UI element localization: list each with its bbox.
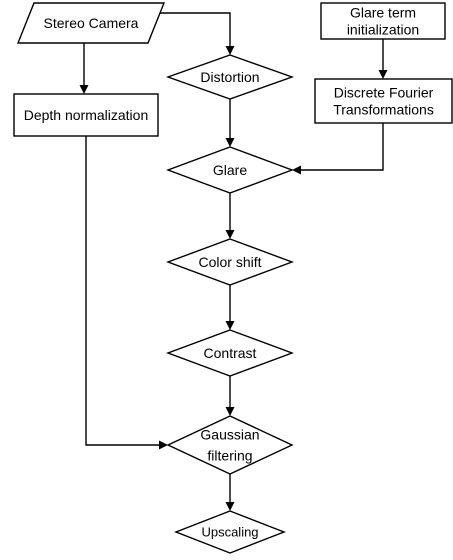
edge-line <box>298 123 384 171</box>
diamond-shape <box>165 54 295 100</box>
edge-line <box>85 136 162 446</box>
node-stereo-camera: Stereo Camera <box>16 2 166 44</box>
arrowhead-icon <box>225 138 235 147</box>
node-label-gaussian: filtering <box>207 448 252 464</box>
edge-stereo-camera-to-distortion <box>150 12 235 55</box>
diamond-shape <box>174 510 286 554</box>
arrowhead-icon <box>378 70 388 79</box>
node-upscaling: Upscaling <box>174 510 286 554</box>
edge-glare-to-color-shift <box>225 193 235 239</box>
node-glare: Glare <box>165 146 295 194</box>
node-label-glare-init: Glare term <box>350 5 416 21</box>
node-label-stereo-camera: Stereo Camera <box>44 15 139 31</box>
arrowhead-icon <box>79 85 89 94</box>
edge-gaussian-to-upscaling <box>225 474 235 511</box>
parallelogram-shape <box>16 2 166 44</box>
nodes-layer: Stereo Camera Glare terminitializationDis… <box>13 2 453 554</box>
node-label-color-shift: Color shift <box>198 254 261 270</box>
arrowhead-icon <box>225 407 235 416</box>
edges-layer <box>79 12 388 511</box>
edge-distortion-to-glare <box>225 99 235 147</box>
arrowhead-icon <box>159 440 168 450</box>
edge-stereo-camera-to-depth-norm <box>79 43 89 94</box>
rectangle-shape <box>314 78 453 124</box>
node-distortion: Distortion <box>165 54 295 100</box>
node-label-depth-norm: Depth normalization <box>24 107 149 123</box>
diamond-shape <box>165 146 295 194</box>
node-depth-norm: Depth normalization <box>13 93 159 137</box>
arrowhead-icon <box>225 321 235 330</box>
node-contrast: Contrast <box>165 329 295 377</box>
arrowhead-icon <box>225 230 235 239</box>
arrowhead-icon <box>225 502 235 511</box>
edge-contrast-to-gaussian <box>225 376 235 416</box>
edge-depth-norm-to-gaussian <box>85 136 168 450</box>
node-label-glare: Glare <box>213 162 247 178</box>
node-label-gaussian: Gaussian <box>200 427 259 443</box>
diamond-shape <box>166 415 294 475</box>
edge-dft-to-glare <box>292 123 384 175</box>
node-label-dft: Transformations <box>333 102 434 118</box>
edge-glare-init-to-dft <box>378 39 388 79</box>
diamond-shape <box>165 238 295 286</box>
node-label-contrast: Contrast <box>204 345 257 361</box>
node-label-upscaling: Upscaling <box>201 525 258 540</box>
edge-color-shift-to-contrast <box>225 285 235 330</box>
rectangle-shape <box>13 93 159 137</box>
arrowhead-icon <box>292 165 301 175</box>
rectangle-shape <box>320 2 446 40</box>
node-label-distortion: Distortion <box>200 69 259 85</box>
edge-line <box>150 12 231 49</box>
node-color-shift: Color shift <box>165 238 295 286</box>
diamond-shape <box>165 329 295 377</box>
node-label-glare-init: initialization <box>347 22 419 38</box>
node-gaussian: Gaussian filtering <box>166 415 294 475</box>
node-label-dft: Discrete Fourier <box>334 85 434 101</box>
arrowhead-icon <box>225 46 235 55</box>
